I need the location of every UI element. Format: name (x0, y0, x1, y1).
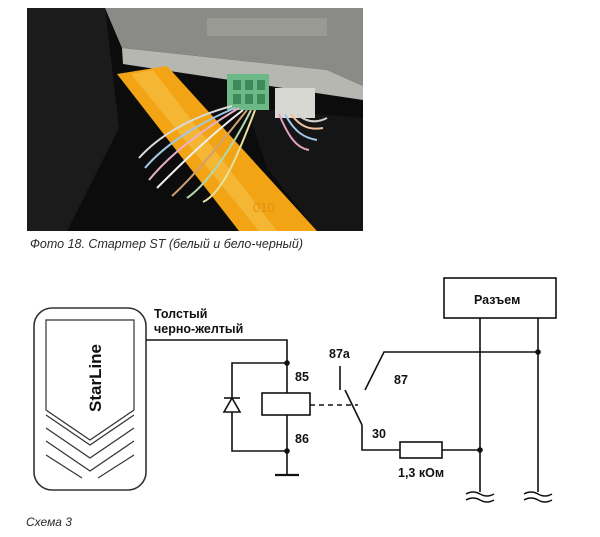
wire-device-to-relay (146, 339, 288, 402)
wire-label-line2: черно-желтый (154, 322, 243, 336)
relay-coil (261, 392, 311, 416)
cut-symbol-right (523, 491, 553, 503)
connector-label: Разъем (474, 293, 520, 307)
pin-86: 86 (295, 432, 309, 446)
contact-30 (361, 425, 400, 451)
junction-86 (284, 448, 290, 454)
resistor (399, 441, 443, 459)
contact-87 (364, 351, 538, 391)
wire-label-line1: Толстый (154, 307, 207, 321)
device-brand: StarLine (86, 344, 105, 412)
connector-box (443, 277, 557, 319)
junction-87 (535, 349, 541, 355)
photo-caption: Фото 18. Стартер ST (белый и бело-черный… (30, 237, 303, 251)
starline-device (33, 307, 147, 491)
scheme-caption: Схема 3 (26, 515, 72, 529)
pin-85: 85 (295, 370, 309, 384)
pin-87a: 87a (329, 347, 351, 361)
svg-text:010: 010 (253, 200, 275, 215)
diode-symbol (222, 396, 242, 413)
resistor-label: 1,3 кОм (398, 466, 444, 480)
pin-30: 30 (372, 427, 386, 441)
starter-photo: 010 (27, 8, 363, 231)
cut-symbol-left (465, 491, 495, 503)
pin-87: 87 (394, 373, 408, 387)
switch-blade (344, 389, 363, 426)
